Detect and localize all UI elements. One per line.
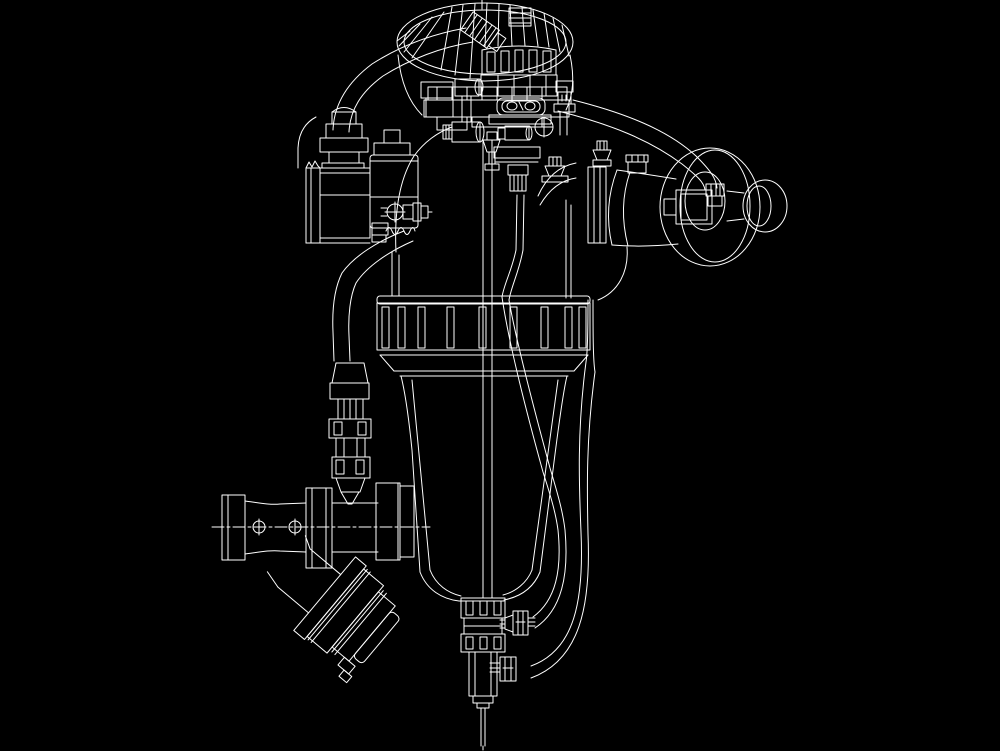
drain-valve-stack [460,597,506,709]
left-hose-couplings [328,362,372,505]
solenoid-coil-wire [385,227,416,235]
bonnet-crown [480,45,558,97]
hydraulic-cylinder [608,154,679,247]
drain-tubes [501,194,596,679]
left-control-hose [332,230,414,362]
solenoid-valve [369,129,433,243]
filter-bowl [400,139,568,602]
angled-branch [266,535,400,684]
dome-stub-fitting [508,7,532,27]
right-control-hose [557,99,718,191]
connector-plate [488,97,552,125]
drain-fittings [489,610,536,682]
adjustment-knob [726,179,788,233]
drawing-root [211,0,788,751]
dome-port-coupling [460,11,507,52]
bell-housing [659,147,761,267]
y-strainer-inlet [211,482,431,569]
main-valve-body [391,126,628,301]
drain-rod [480,707,486,751]
pilot-fittings [442,78,576,192]
